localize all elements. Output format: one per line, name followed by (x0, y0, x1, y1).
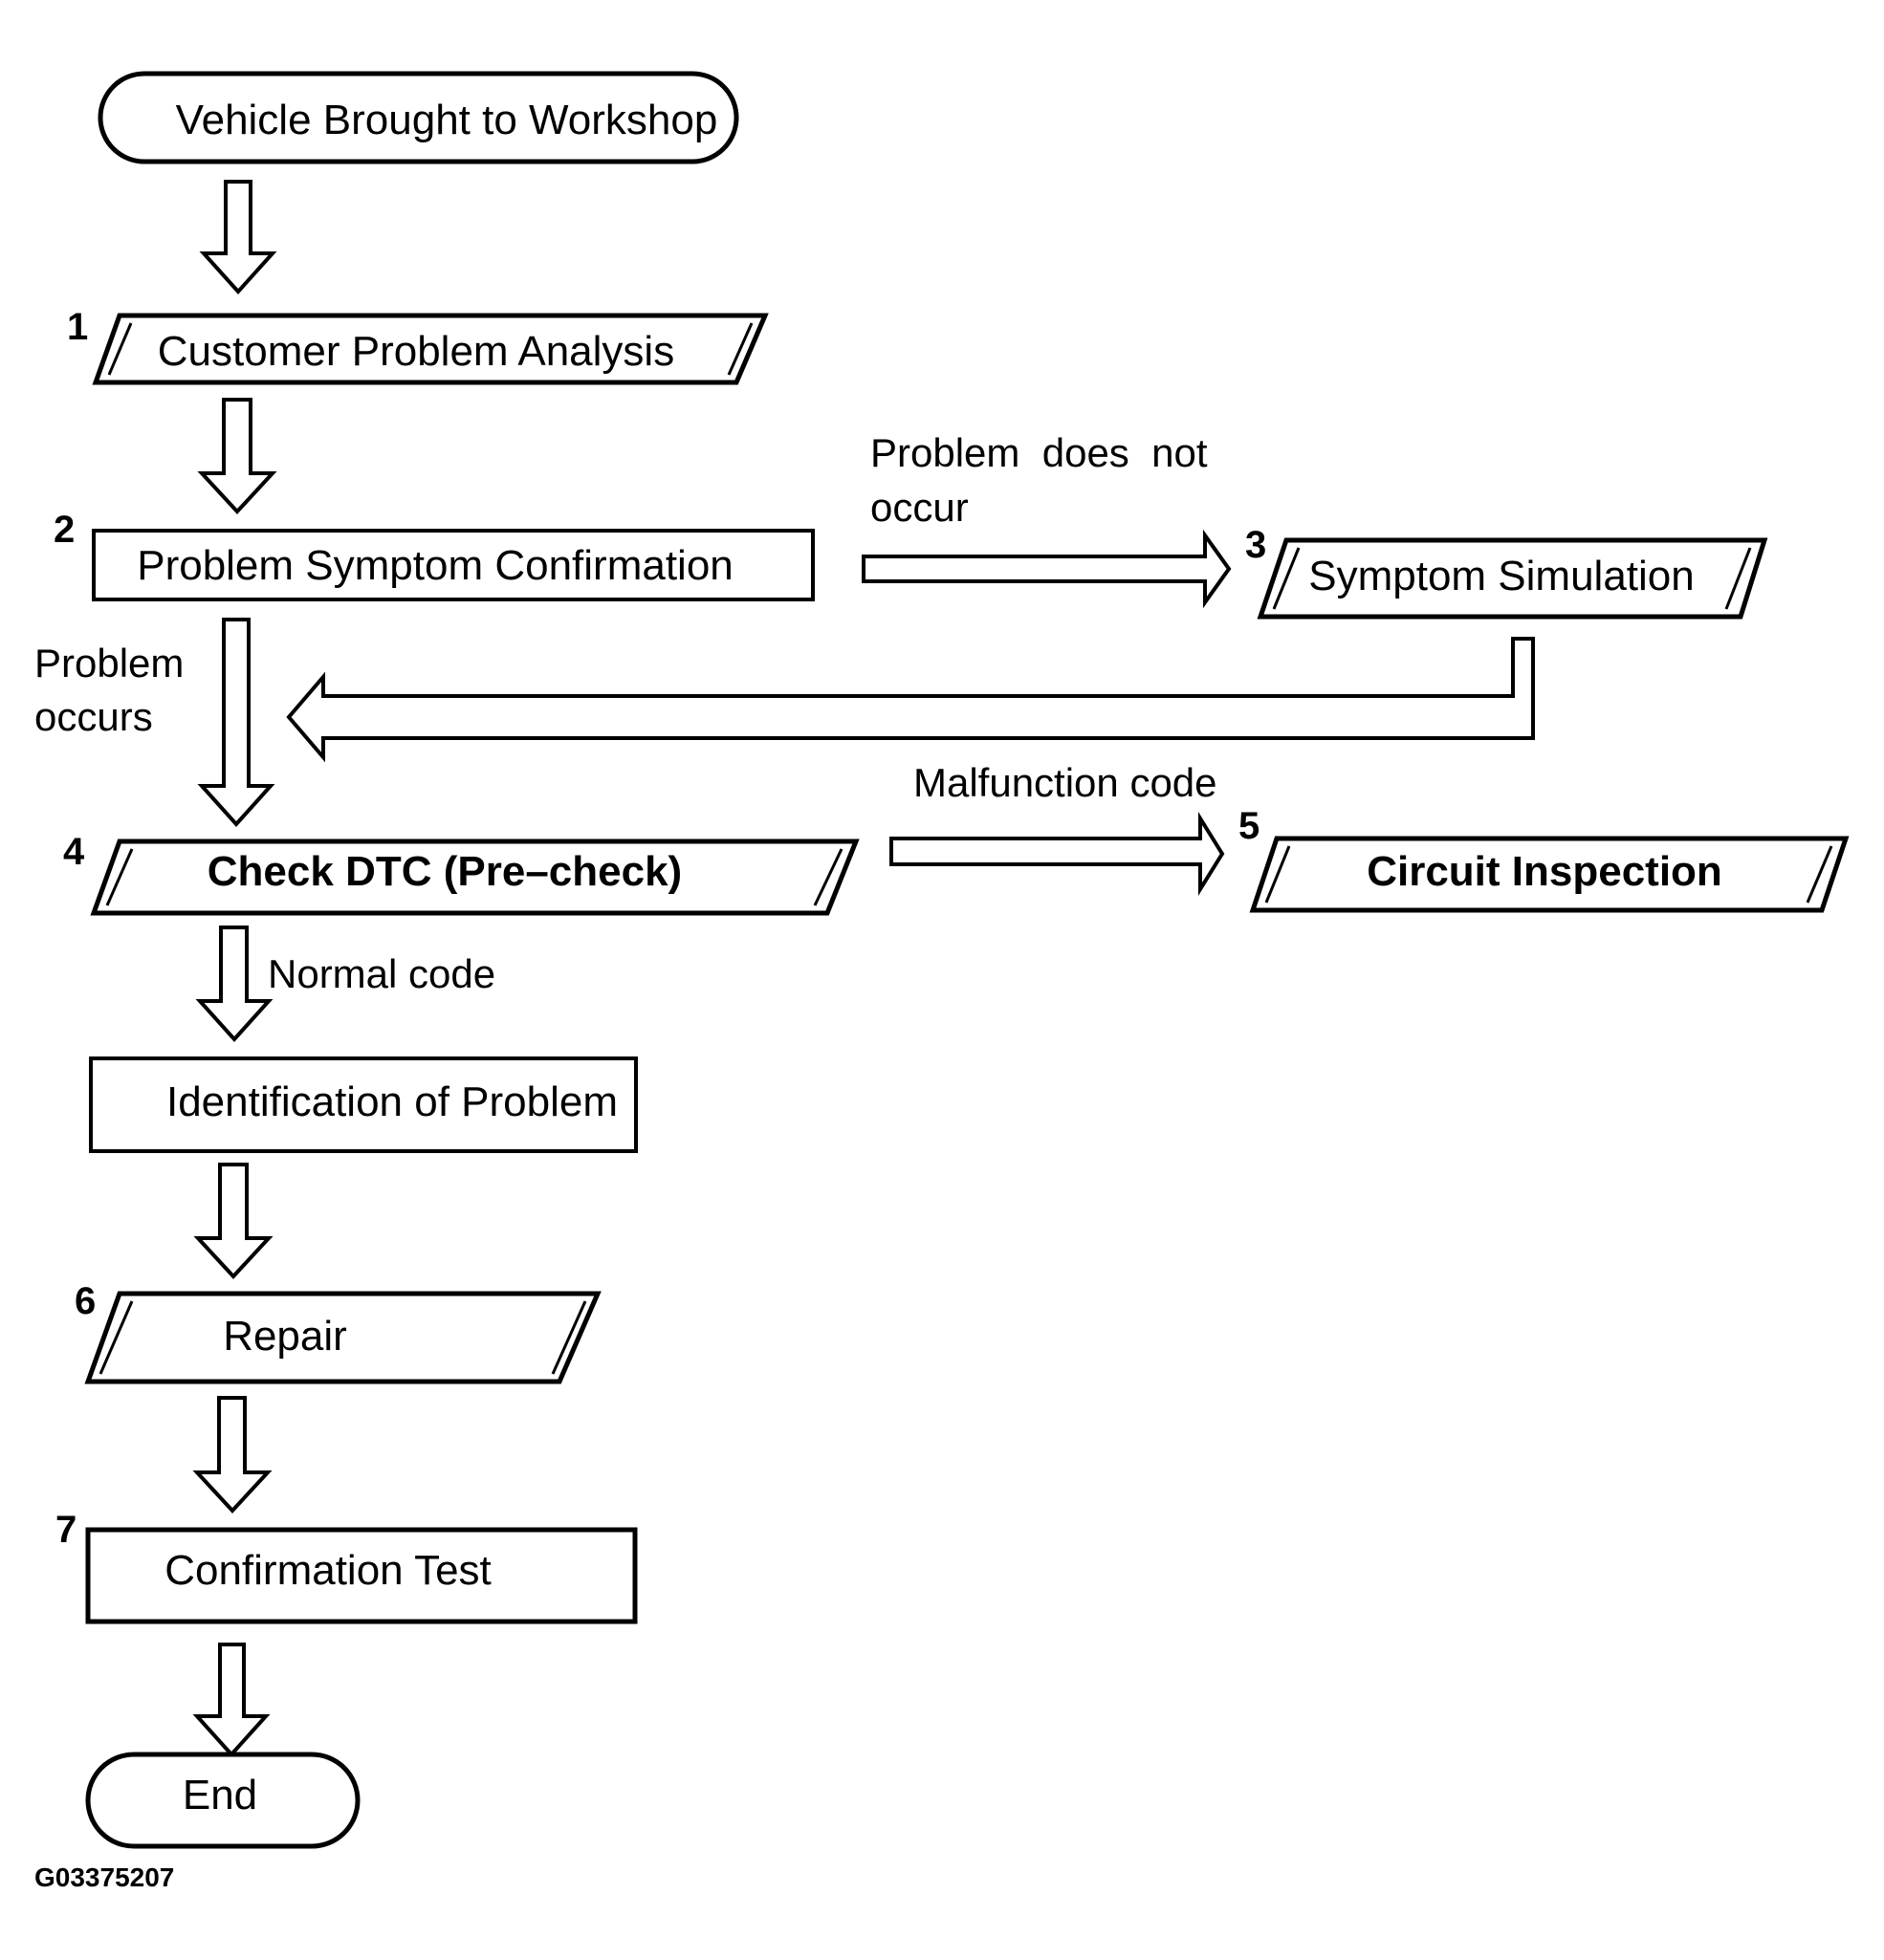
end-label: End (183, 1772, 257, 1818)
step6-number: 6 (75, 1280, 96, 1322)
step5-shape (1249, 836, 1850, 913)
step1-inner-left-edge (107, 322, 133, 376)
step2-shape (92, 529, 815, 601)
step3-shape (1257, 537, 1768, 620)
step2-label: Problem Symptom Confirmation (137, 542, 734, 589)
step4-number: 4 (63, 831, 85, 873)
step4-label: Check DTC (Pre–check) (208, 848, 682, 895)
step5-inner-right-edge (1806, 845, 1833, 904)
arrow-start-to-step1 (199, 180, 277, 294)
arrow-identification-to-step6 (193, 1163, 274, 1279)
label-occurs-line2: occurs (34, 694, 153, 739)
label-does-not-occur-line1: Problem does not (870, 430, 1208, 475)
node-step1: 1 Customer Problem Analysis (67, 306, 769, 385)
step3-inner-right-edge (1724, 547, 1752, 610)
step1-label: Customer Problem Analysis (158, 328, 674, 375)
identification-shape (89, 1056, 638, 1153)
node-step2: 2 Problem Symptom Confirmation (54, 509, 815, 601)
step7-label: Confirmation Test (164, 1547, 492, 1594)
node-step3: 3 Symptom Simulation (1245, 524, 1768, 620)
step1-shape (92, 313, 769, 385)
figure-id: G03375207 (34, 1862, 174, 1892)
arrow-step4-to-step5 (889, 811, 1225, 897)
step1-number: 1 (67, 306, 88, 348)
step5-label: Circuit Inspection (1367, 848, 1722, 895)
step2-number: 2 (54, 509, 75, 551)
start-terminal-shape (98, 71, 739, 164)
step6-label: Repair (223, 1313, 347, 1360)
step4-shape (90, 838, 860, 916)
step3-inner-left-edge (1272, 547, 1301, 610)
step1-inner-right-edge (727, 322, 754, 376)
arrow-step7-to-end (192, 1643, 271, 1757)
arrow-step6-to-step7 (192, 1396, 273, 1514)
label-normal-code: Normal code (268, 951, 495, 996)
arrow-step3-return (286, 637, 1535, 763)
node-identification: Identification of Problem (89, 1056, 638, 1153)
step6-inner-right-edge (551, 1300, 587, 1375)
step7-number: 7 (55, 1509, 77, 1551)
node-end: End (85, 1752, 361, 1849)
step3-number: 3 (1245, 524, 1266, 566)
step5-inner-left-edge (1264, 845, 1291, 904)
start-label: Vehicle Brought to Workshop (176, 97, 718, 143)
end-terminal-shape (85, 1752, 361, 1849)
step6-shape (84, 1291, 602, 1384)
arrow-step2-to-step3 (862, 529, 1232, 609)
node-step5: 5 Circuit Inspection (1238, 805, 1850, 913)
arrow-step2-to-step4 (197, 618, 275, 827)
arrow-step4-to-identification (195, 926, 274, 1042)
arrow-step1-to-step2 (197, 398, 277, 514)
step7-shape (85, 1527, 638, 1624)
step3-label: Symptom Simulation (1308, 553, 1694, 599)
step4-inner-left-edge (105, 848, 134, 906)
step5-number: 5 (1238, 805, 1260, 847)
node-step6: 6 Repair (75, 1280, 602, 1384)
step4-inner-right-edge (813, 848, 843, 906)
identification-label: Identification of Problem (166, 1078, 618, 1125)
label-malfunction-code: Malfunction code (913, 760, 1217, 805)
label-does-not-occur-line2: occur (870, 485, 969, 530)
node-start: Vehicle Brought to Workshop (98, 71, 739, 164)
step6-inner-left-edge (99, 1300, 134, 1375)
node-step7: 7 Confirmation Test (55, 1509, 638, 1624)
node-step4: 4 Check DTC (Pre–check) (63, 831, 860, 916)
label-occurs-line1: Problem (34, 641, 184, 686)
